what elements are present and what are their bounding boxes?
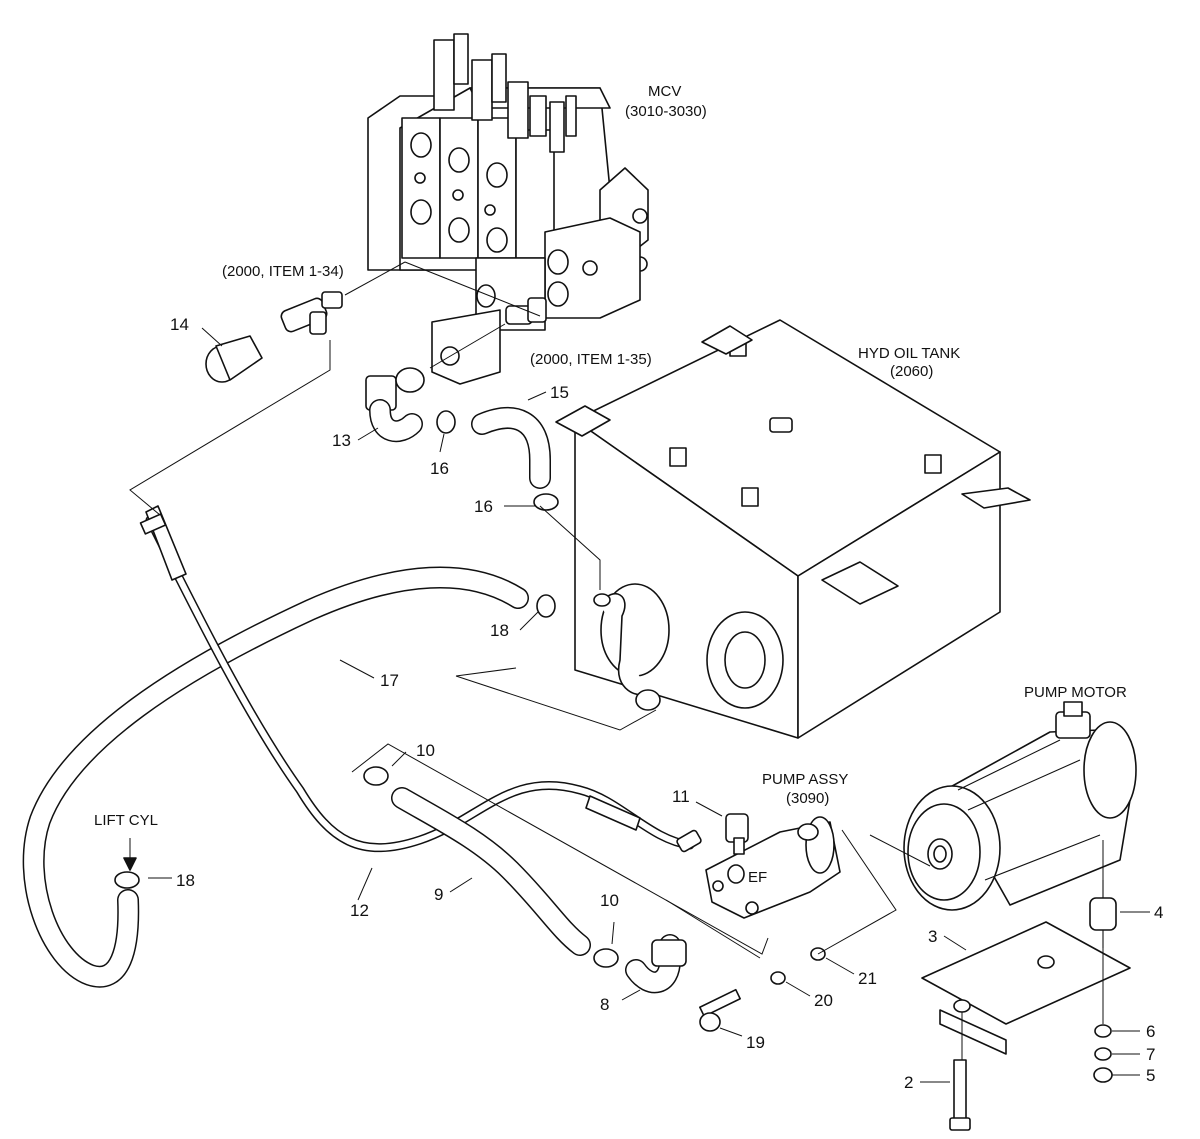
elbow-13 bbox=[365, 367, 425, 443]
callout-4: 4 bbox=[1154, 903, 1163, 922]
callout-7: 7 bbox=[1146, 1045, 1155, 1064]
clamp-18-cyl bbox=[114, 871, 140, 889]
clamp-10-upper bbox=[363, 766, 389, 786]
clamp-16-lower bbox=[533, 493, 559, 511]
callout-2: 2 bbox=[904, 1073, 913, 1092]
fitting-11 bbox=[725, 813, 749, 855]
lift-cyl-label: LIFT CYL bbox=[94, 812, 158, 829]
washer-20 bbox=[770, 971, 786, 985]
callout-9: 9 bbox=[434, 885, 443, 904]
callout-15: 15 bbox=[550, 383, 569, 402]
pump-motor bbox=[903, 701, 1137, 911]
hydraulic-oil-tank bbox=[555, 319, 1031, 739]
callout-13: 13 bbox=[332, 431, 351, 450]
pump-motor-label: PUMP MOTOR bbox=[1024, 684, 1127, 701]
mcv-label: MCV bbox=[648, 83, 681, 100]
leader-lines bbox=[123, 261, 1150, 1083]
plug-14 bbox=[205, 335, 263, 383]
callout-18-cyl: 18 bbox=[176, 871, 195, 890]
tank-label: HYD OIL TANK bbox=[858, 345, 960, 362]
tank-reference: (2060) bbox=[890, 363, 933, 380]
callout-14: 14 bbox=[170, 315, 189, 334]
callout-18-tank: 18 bbox=[490, 621, 509, 640]
mcv-valve-block bbox=[367, 33, 649, 385]
callout-21: 21 bbox=[858, 969, 877, 988]
callout-17: 17 bbox=[380, 671, 399, 690]
callout-16-lower: 16 bbox=[474, 497, 493, 516]
item-1-35-label: (2000, ITEM 1-35) bbox=[530, 351, 652, 368]
callout-3: 3 bbox=[928, 927, 937, 946]
callout-11: 11 bbox=[672, 787, 690, 806]
washer-7 bbox=[1094, 1047, 1112, 1061]
callout-6: 6 bbox=[1146, 1022, 1155, 1041]
tube-12 bbox=[139, 505, 702, 853]
item-1-34-label: (2000, ITEM 1-34) bbox=[222, 263, 344, 280]
callout-12: 12 bbox=[350, 901, 369, 920]
elbow-8 bbox=[625, 934, 687, 994]
ef-label: EF bbox=[748, 869, 767, 886]
hose-15 bbox=[471, 407, 551, 489]
bolt-2 bbox=[949, 1059, 971, 1131]
clamp-10-lower bbox=[593, 948, 619, 968]
callout-8: 8 bbox=[600, 995, 609, 1014]
hose-9 bbox=[391, 787, 591, 956]
bolt-19 bbox=[699, 988, 741, 1032]
pump-assembly bbox=[705, 816, 841, 919]
pump-assy-label: PUMP ASSY bbox=[762, 771, 848, 788]
mount-4 bbox=[1089, 880, 1117, 948]
callout-20: 20 bbox=[814, 991, 833, 1010]
nut-5 bbox=[1093, 1067, 1113, 1083]
clamp-16-upper bbox=[436, 410, 456, 434]
callout-5: 5 bbox=[1146, 1066, 1155, 1085]
callout-10-lower: 10 bbox=[600, 891, 619, 910]
callout-16-upper: 16 bbox=[430, 459, 449, 478]
callout-10-upper: 10 bbox=[416, 741, 435, 760]
tee-fitting bbox=[280, 291, 343, 335]
mcv-reference: (3010-3030) bbox=[625, 103, 707, 120]
clamp-18-tank bbox=[536, 594, 556, 618]
washer-6 bbox=[1094, 1024, 1112, 1038]
bracket-3 bbox=[921, 921, 1131, 1055]
callout-19: 19 bbox=[746, 1033, 765, 1052]
callout-numbers: 2 3 4 5 6 7 8 9 10 10 11 12 13 14 15 16 … bbox=[170, 315, 1163, 1092]
hose-17 bbox=[22, 566, 529, 988]
pump-reference: (3090) bbox=[786, 790, 829, 807]
